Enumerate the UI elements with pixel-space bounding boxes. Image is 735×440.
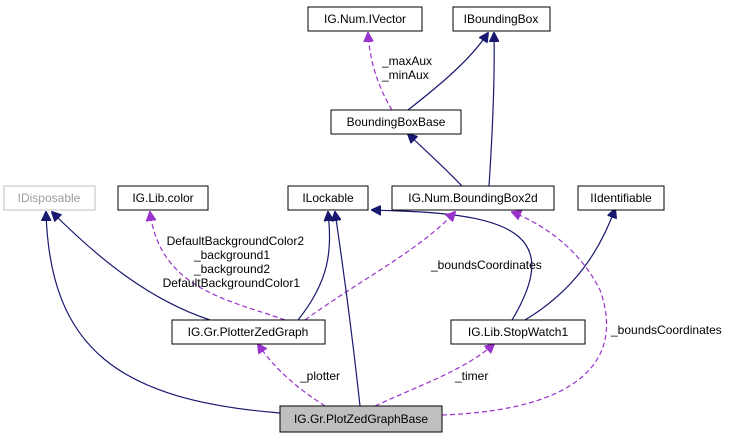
edge-base-to-bb2d [441, 212, 608, 416]
edge-base-to-idisposable [46, 212, 281, 414]
edge-base-to-plotter [258, 344, 326, 407]
edge-plotter-to-idisposable [52, 212, 211, 321]
edge-bbbase-to-ivector [368, 33, 393, 111]
node-boundingboxbase[interactable]: BoundingBoxBase [330, 109, 462, 135]
edge-base-to-ilockable [335, 212, 361, 407]
edges [46, 33, 615, 416]
node-ivector-label: IG.Num.IVector [324, 12, 406, 26]
edge-stopwatch-to-iidentifiable [524, 209, 615, 321]
edge-bb2d-to-iboundingbox [488, 33, 494, 187]
node-iidentifiable-label: IIdentifiable [590, 191, 652, 205]
node-plotterzedgraph[interactable]: IG.Gr.PlotterZedGraph [171, 319, 326, 345]
label-minaux: _minAux [381, 68, 429, 82]
node-iidentifiable[interactable]: IIdentifiable [577, 185, 665, 211]
node-igcolor[interactable]: IG.Lib.color [117, 185, 209, 211]
label-bounds-coordinates-1: _boundsCoordinates [430, 258, 542, 272]
edge-plotter-to-ilockable [297, 212, 330, 321]
label-plotter: _plotter [299, 369, 340, 383]
label-background1: _background1 [193, 248, 270, 262]
node-plotzedgraphbase-label: IG.Gr.PlotZedGraphBase [294, 412, 428, 426]
label-default-bg-color2: DefaultBackgroundColor2 [167, 234, 305, 248]
edge-labels: _maxAux _minAux DefaultBackgroundColor2 … [163, 54, 722, 383]
label-background2: _background2 [193, 262, 270, 276]
edge-bb2d-to-bbbase [408, 134, 463, 187]
node-ivector[interactable]: IG.Num.IVector [307, 6, 423, 32]
node-ilockable-label: ILockable [302, 191, 354, 205]
node-boundingboxbase-label: BoundingBoxBase [347, 115, 446, 129]
edge-stopwatch-to-ilockable [372, 210, 533, 321]
node-iboundingbox[interactable]: IBoundingBox [452, 6, 551, 32]
node-igcolor-label: IG.Lib.color [132, 191, 193, 205]
edge-plotter-to-bb2d [304, 212, 455, 321]
edge-bbbase-to-iboundingbox [407, 33, 488, 111]
node-ilockable[interactable]: ILockable [287, 185, 369, 211]
node-stopwatch1-label: IG.Lib.StopWatch1 [468, 325, 569, 339]
edge-plotter-to-color [150, 212, 286, 321]
label-maxaux: _maxAux [381, 54, 432, 68]
node-iboundingbox-label: IBoundingBox [464, 12, 539, 26]
node-plotzedgraphbase[interactable]: IG.Gr.PlotZedGraphBase [279, 405, 443, 433]
node-plotterzedgraph-label: IG.Gr.PlotterZedGraph [188, 325, 309, 339]
label-timer: _timer [454, 369, 488, 383]
node-idisposable[interactable]: IDisposable [3, 185, 96, 211]
label-bounds-coordinates-2: _boundsCoordinates [610, 323, 722, 337]
node-boundingbox2d-label: IG.Num.BoundingBox2d [408, 191, 537, 205]
node-boundingbox2d[interactable]: IG.Num.BoundingBox2d [391, 185, 555, 211]
edge-base-to-stopwatch [374, 344, 494, 407]
label-default-bg-color1: DefaultBackgroundColor1 [163, 276, 301, 290]
node-idisposable-label: IDisposable [18, 191, 81, 205]
node-stopwatch1[interactable]: IG.Lib.StopWatch1 [450, 319, 586, 345]
